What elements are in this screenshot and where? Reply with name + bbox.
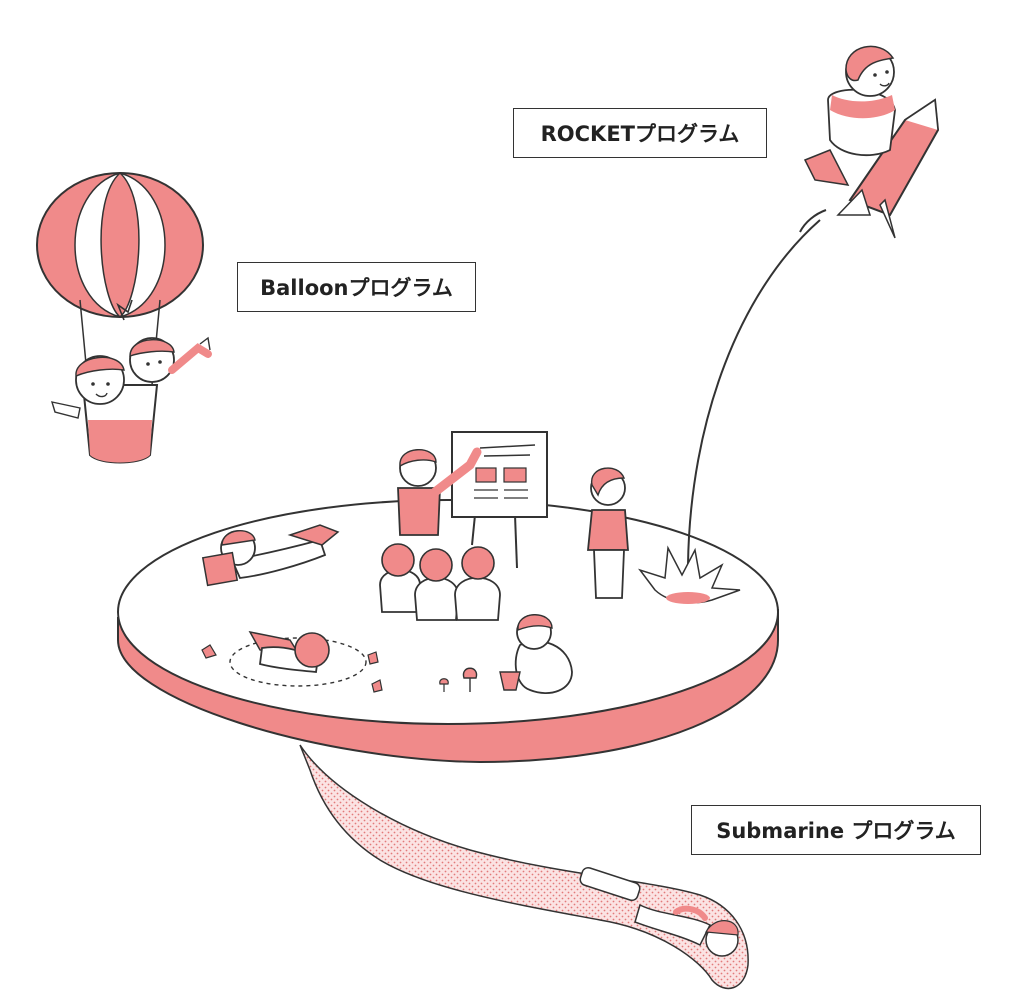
balloon-program-label: Balloonプログラム xyxy=(237,262,476,312)
rocket-kid-icon xyxy=(827,45,896,157)
floating-island-icon xyxy=(117,499,779,764)
crouching-kid-icon xyxy=(439,614,573,694)
rocket-icon xyxy=(803,45,940,239)
audience-kids-icon xyxy=(379,543,501,621)
reading-kid-icon xyxy=(201,524,340,587)
rocket-trail xyxy=(637,209,827,604)
submarine-kid-icon xyxy=(579,866,739,957)
lying-kid-icon xyxy=(201,630,383,693)
teacher-icon xyxy=(397,447,482,536)
submarine-tunnel-icon xyxy=(299,744,749,990)
submarine-program-label: Submarine プログラム xyxy=(691,805,981,855)
presentation-board-icon xyxy=(451,431,548,569)
balloon-kids-icon xyxy=(50,299,212,419)
standing-kid-icon xyxy=(587,467,629,599)
rocket-program-label: ROCKETプログラム xyxy=(513,108,767,158)
hot-air-balloon-icon xyxy=(36,172,212,464)
